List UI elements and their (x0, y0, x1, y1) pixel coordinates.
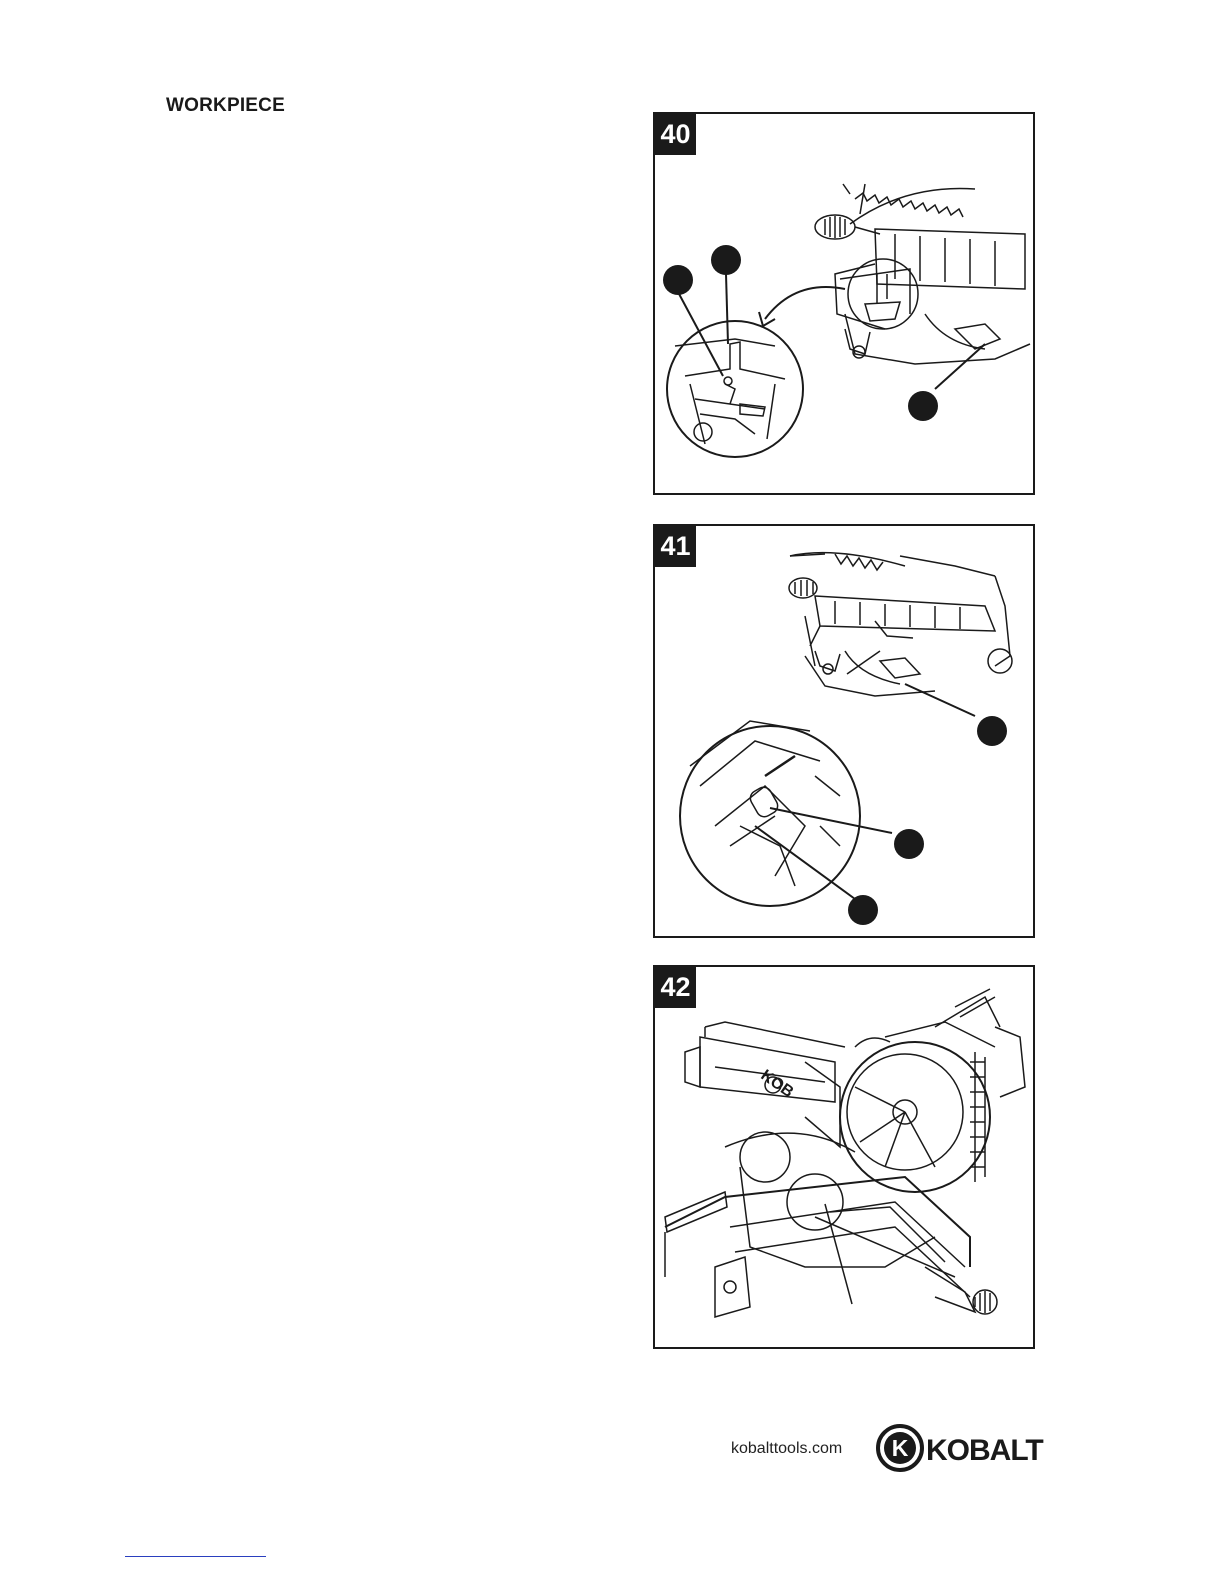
logo-word: KOBALT (926, 1434, 1043, 1467)
figure-41: 41 (653, 524, 1035, 938)
kobalt-logo-icon: K KOBALT (875, 1423, 1050, 1473)
logo-letter: K (892, 1435, 909, 1461)
callout-marker (908, 391, 938, 421)
callout-marker (663, 265, 693, 295)
callout-marker (711, 245, 741, 275)
miter-saw-bevel-lock-illustration (655, 526, 1033, 936)
figure-40: 40 (653, 112, 1035, 495)
footer-url[interactable]: kobalttools.com (731, 1440, 842, 1458)
callout-marker (848, 895, 878, 925)
section-title: WORKPIECE (166, 95, 285, 117)
callout-marker (977, 716, 1007, 746)
miter-saw-full-view-illustration: KOB (655, 967, 1033, 1347)
miter-saw-fence-clamp-illustration (655, 114, 1033, 493)
figure-42: 42 KOB (653, 965, 1035, 1349)
footer-divider (125, 1556, 266, 1557)
callout-marker (894, 829, 924, 859)
